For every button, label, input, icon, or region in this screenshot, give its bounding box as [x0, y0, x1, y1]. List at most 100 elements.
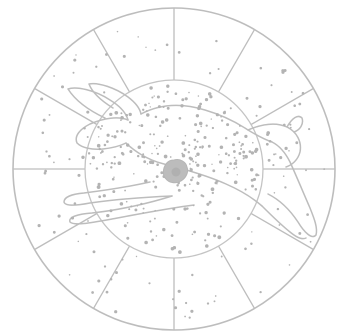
star-dot — [295, 141, 298, 144]
star-dot — [149, 220, 151, 222]
star-dot — [151, 96, 153, 98]
star-dot — [209, 72, 211, 74]
star-dot — [289, 124, 291, 126]
star-dot — [151, 239, 154, 242]
star-dot — [198, 174, 202, 178]
star-dot — [236, 131, 239, 134]
star-dot — [212, 169, 215, 172]
star-dot — [266, 143, 269, 146]
star-dot — [123, 55, 126, 58]
star-dot — [38, 224, 41, 227]
star-dot — [185, 97, 188, 100]
star-dot — [220, 225, 222, 227]
star-dot — [124, 190, 126, 192]
hare-hind-leg — [268, 142, 317, 237]
star-dot — [109, 113, 112, 116]
star-dot — [58, 215, 61, 218]
star-dot — [111, 162, 113, 164]
star-dot — [178, 183, 180, 185]
star-dot — [242, 155, 244, 157]
star-dot — [106, 162, 108, 164]
star-dot — [305, 169, 307, 171]
star-dot — [306, 213, 309, 216]
sector-divider — [219, 246, 255, 308]
star-dot — [126, 201, 128, 203]
star-dot — [277, 208, 279, 210]
star-dot — [93, 250, 96, 253]
star-dot — [191, 274, 193, 276]
star-dot — [83, 127, 86, 130]
star-dot — [211, 187, 215, 191]
star-dot — [310, 241, 312, 243]
star-dot — [171, 247, 174, 250]
star-dot — [156, 175, 159, 178]
star-dot — [120, 146, 122, 148]
star-dot — [145, 47, 146, 48]
star-dot — [302, 92, 305, 95]
star-dot — [274, 192, 276, 194]
star-dot — [211, 118, 212, 119]
star-dot — [49, 114, 51, 116]
star-dot — [209, 201, 212, 204]
star-dot — [171, 234, 173, 236]
star-dot — [97, 144, 101, 148]
star-dot — [159, 145, 161, 147]
star-dot — [96, 167, 98, 169]
star-dot — [225, 152, 228, 155]
star-dot — [153, 181, 155, 183]
star-dot — [217, 235, 221, 239]
star-dot — [189, 163, 191, 165]
star-dot — [293, 104, 296, 107]
star-dot — [198, 95, 200, 97]
star-dot — [78, 241, 80, 243]
star-dot — [175, 221, 178, 224]
star-dot — [237, 174, 238, 175]
star-dot — [189, 316, 191, 318]
star-dot — [150, 230, 152, 232]
star-dot — [178, 290, 181, 293]
star-dot — [53, 75, 55, 77]
star-dot — [174, 306, 177, 309]
star-dot — [269, 140, 272, 143]
star-dot — [203, 164, 206, 167]
star-dot — [298, 232, 301, 235]
star-dot — [142, 141, 145, 144]
star-dot — [258, 105, 261, 108]
star-dot — [156, 148, 158, 150]
star-dot — [204, 211, 207, 214]
star-dot — [234, 162, 237, 165]
star-dot — [160, 140, 163, 143]
star-dot — [126, 143, 129, 146]
star-dot — [68, 158, 70, 160]
star-dot — [266, 131, 270, 135]
star-dot — [154, 218, 156, 220]
star-dot — [122, 259, 124, 261]
star-dot — [138, 146, 142, 150]
star-dot — [85, 233, 87, 235]
star-dot — [153, 95, 154, 96]
star-dot — [133, 173, 135, 175]
star-dot — [234, 157, 236, 159]
star-dot — [198, 105, 201, 108]
star-dot — [220, 116, 222, 118]
star-dot — [194, 139, 197, 142]
star-dot — [212, 127, 214, 129]
star-dot — [192, 160, 194, 162]
star-dot — [113, 135, 116, 138]
star-dot — [208, 92, 212, 96]
star-dot — [226, 172, 228, 174]
star-dot — [97, 126, 99, 128]
star-dot — [165, 118, 168, 121]
star-dot — [150, 106, 151, 107]
star-dot — [229, 162, 232, 165]
star-dot — [120, 119, 122, 121]
star-dot — [103, 91, 105, 93]
star-dot — [239, 141, 241, 143]
star-dot — [170, 156, 172, 158]
star-dot — [158, 105, 161, 108]
star-dot — [205, 244, 209, 248]
star-dot — [144, 179, 147, 182]
star-dot — [224, 111, 226, 113]
star-dot — [134, 208, 137, 211]
hare-head — [76, 118, 128, 149]
